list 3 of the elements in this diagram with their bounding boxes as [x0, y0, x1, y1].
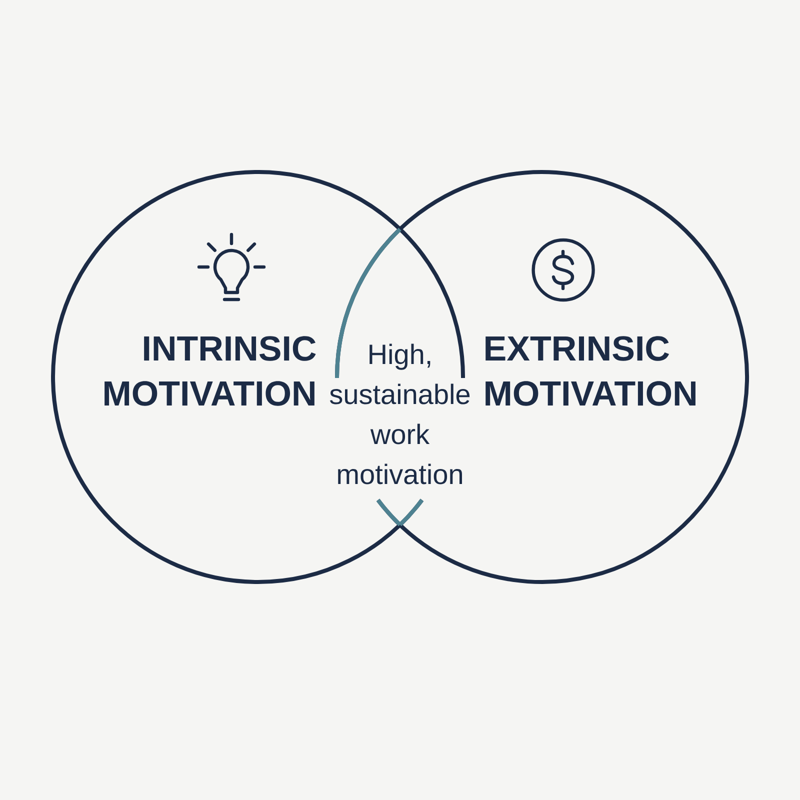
circle-label: EXTRINSIC MOTIVATION	[486, 336, 696, 406]
overlap-label: High, sustainable work motivation	[330, 344, 470, 484]
circle-label: INTRINSIC MOTIVATION	[104, 336, 316, 406]
